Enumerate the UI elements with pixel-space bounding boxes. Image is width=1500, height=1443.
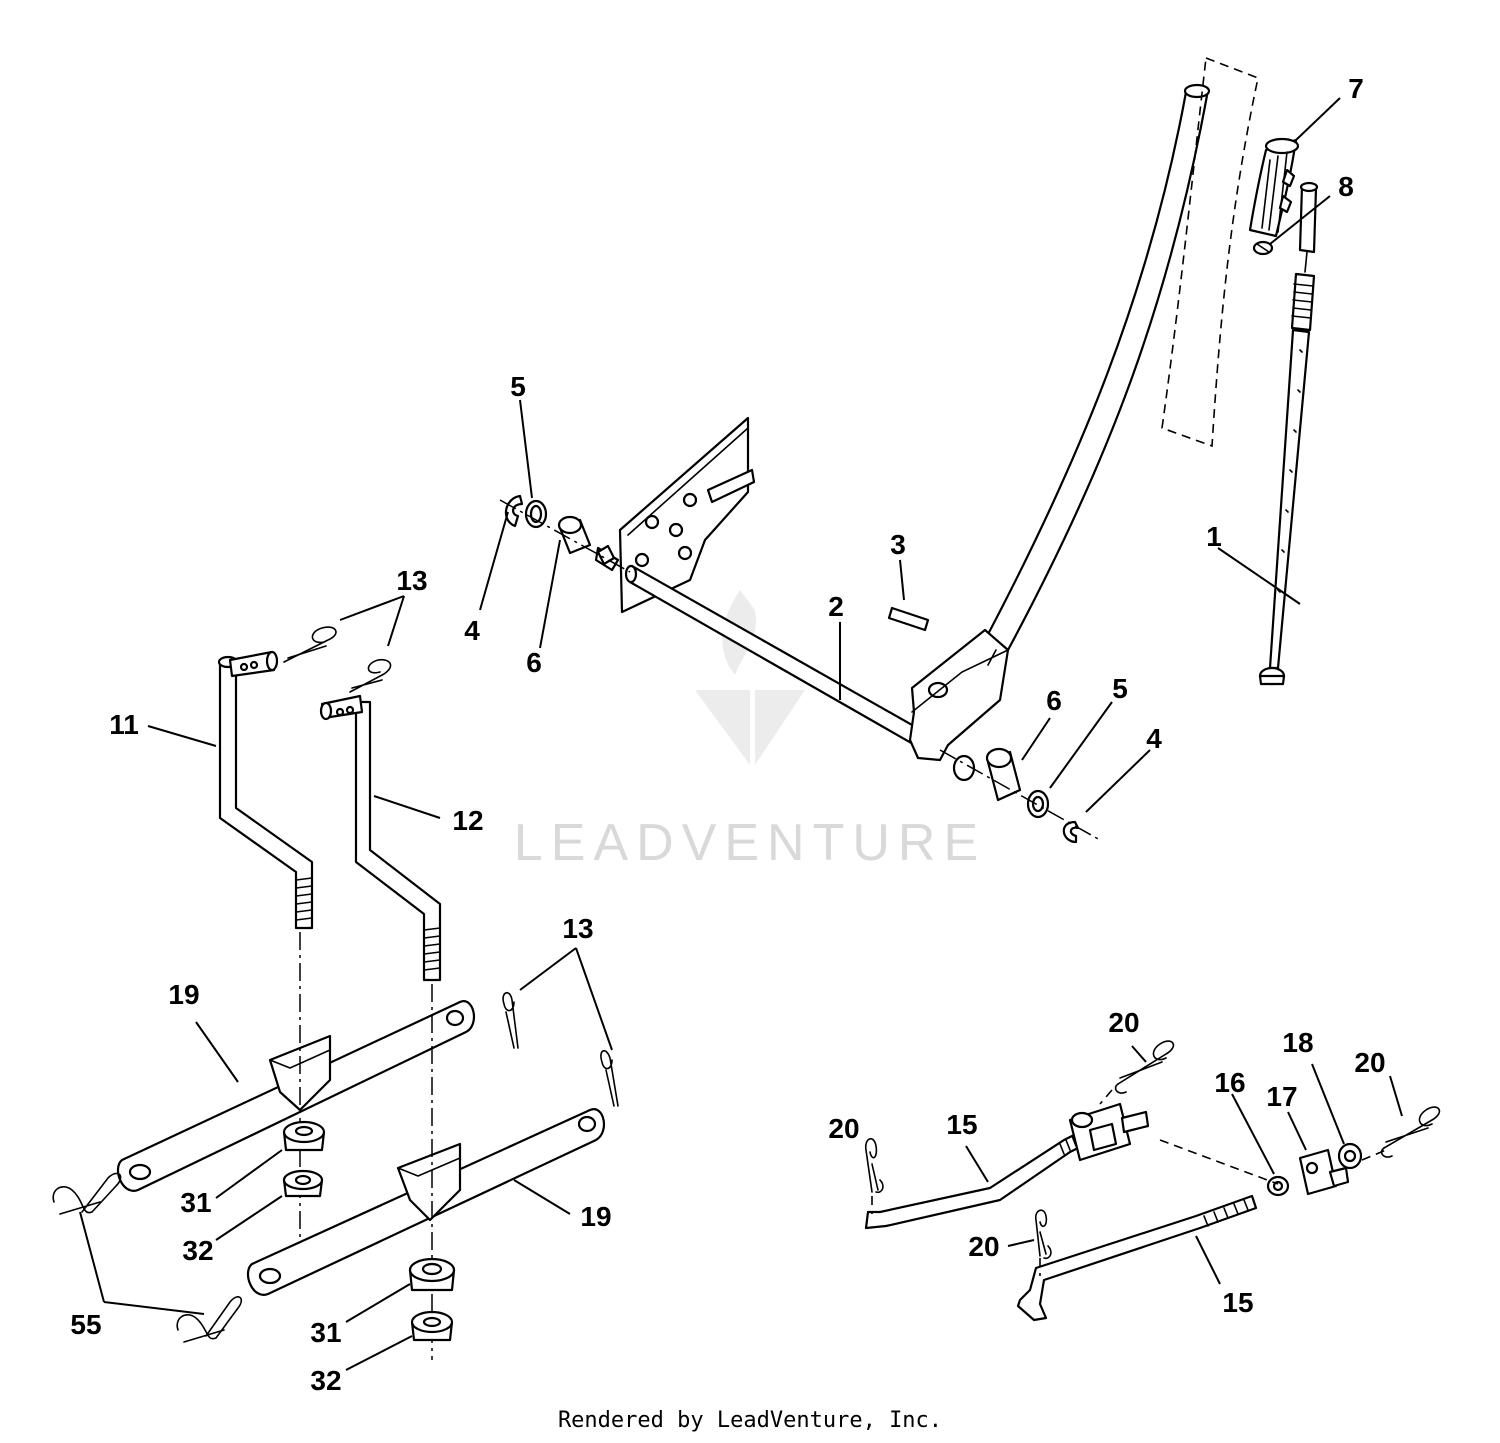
rod-axis-lines — [871, 1089, 1387, 1276]
callout-5-right: 5 — [1112, 673, 1128, 704]
callout-19-lower: 19 — [580, 1201, 611, 1232]
callout-11: 11 — [109, 709, 139, 740]
bushing-nut-lower — [408, 1257, 456, 1342]
callout-17: 17 — [1266, 1081, 1297, 1112]
callout-1: 1 — [1206, 521, 1222, 552]
set-screw — [1252, 240, 1274, 256]
callout-20-b: 20 — [1354, 1047, 1385, 1078]
adjuster-hardware — [1266, 1142, 1363, 1197]
lift-arm-lower — [246, 1108, 606, 1296]
lift-rod-assembly — [1258, 181, 1319, 686]
roll-pin — [887, 606, 930, 632]
hair-pins-20 — [864, 1040, 1441, 1260]
callout-6-left: 6 — [526, 647, 542, 678]
handle-grip — [1248, 137, 1300, 238]
callout-4-right: 4 — [1146, 723, 1162, 754]
callout-13-top: 13 — [396, 565, 427, 596]
callout-5-left: 5 — [510, 371, 526, 402]
control-rod-lower — [1016, 1194, 1258, 1322]
lift-link-right — [319, 694, 442, 982]
clip-left — [52, 1172, 243, 1343]
callout-4-left: 4 — [464, 615, 480, 646]
callout-15-lower: 15 — [1222, 1287, 1253, 1318]
callout-16: 16 — [1214, 1067, 1245, 1098]
leader-lines — [79, 97, 1403, 1371]
callout-20-d: 20 — [968, 1231, 999, 1262]
callout-20-a: 20 — [1108, 1007, 1139, 1038]
hair-pin-lower — [502, 992, 619, 1107]
callout-labels: 1 2 3 4 4 5 5 6 6 7 8 11 12 13 13 15 15 … — [70, 73, 1385, 1396]
callout-32-upper: 32 — [182, 1235, 213, 1266]
callout-18: 18 — [1282, 1027, 1313, 1058]
callout-6-right: 6 — [1046, 685, 1062, 716]
callout-55: 55 — [70, 1309, 101, 1340]
left-shaft-hardware — [504, 494, 616, 566]
callout-8: 8 — [1338, 171, 1354, 202]
callout-15-upper: 15 — [946, 1109, 977, 1140]
right-shaft-hardware — [952, 747, 1080, 844]
callout-31-upper: 31 — [180, 1187, 211, 1218]
lift-link-left — [217, 650, 314, 930]
hair-pin-top — [283, 626, 392, 693]
mounting-bracket — [618, 416, 756, 614]
optional-handle-outline — [1161, 56, 1259, 448]
footer-credit: Rendered by LeadVenture, Inc. — [557, 1408, 943, 1433]
callout-32-lower: 32 — [310, 1365, 341, 1396]
callout-20-c: 20 — [828, 1113, 859, 1144]
callout-7: 7 — [1348, 73, 1364, 104]
leadventure-watermark: LEADVENTURE — [514, 590, 986, 872]
bushing-nut-upper — [282, 1120, 326, 1198]
callout-2: 2 — [828, 591, 844, 622]
callout-31-lower: 31 — [310, 1317, 341, 1348]
lift-lever-handle — [908, 83, 1211, 762]
callout-3: 3 — [890, 529, 906, 560]
callout-19-upper: 19 — [168, 979, 199, 1010]
control-rod-upper — [864, 1102, 1150, 1230]
assembly-axis — [499, 499, 1101, 841]
watermark-text: LEADVENTURE — [514, 814, 986, 872]
callout-13-lower: 13 — [562, 913, 593, 944]
callout-12: 12 — [452, 805, 483, 836]
